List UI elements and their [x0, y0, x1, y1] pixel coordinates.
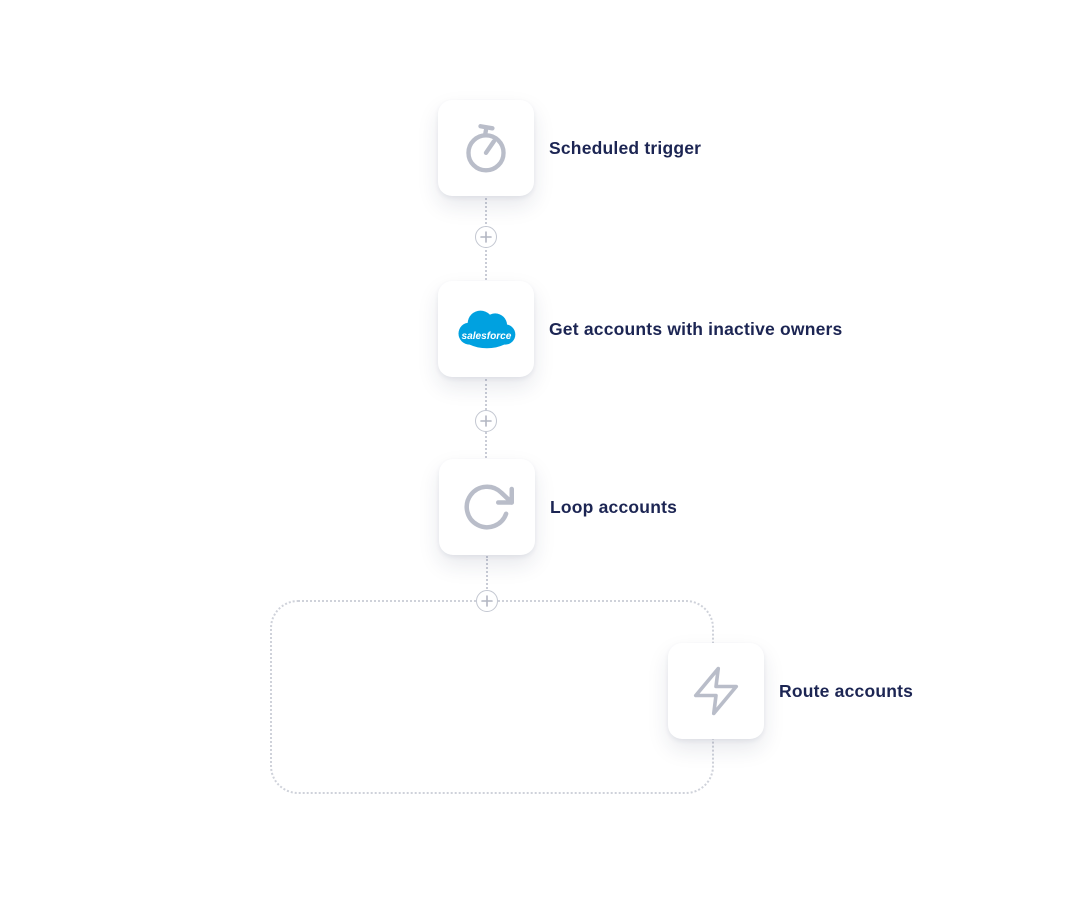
node-loop-accounts: Loop accounts [439, 459, 677, 555]
node-card[interactable]: salesforce [438, 281, 534, 377]
node-route-accounts: Route accounts [668, 643, 913, 739]
loop-branch-container [270, 600, 714, 794]
node-label: Loop accounts [550, 496, 678, 517]
bolt-icon [689, 664, 743, 718]
add-step-button[interactable] [476, 590, 498, 612]
connector-line [486, 556, 488, 600]
salesforce-icon: salesforce [453, 306, 519, 352]
add-step-button[interactable] [475, 226, 497, 248]
node-card[interactable] [668, 643, 764, 739]
node-card[interactable] [438, 100, 534, 196]
add-step-button[interactable] [475, 410, 497, 432]
node-get-accounts: salesforce Get accounts with inactive ow… [438, 281, 842, 377]
loop-icon [460, 480, 514, 534]
stopwatch-icon [457, 119, 515, 177]
node-card[interactable] [439, 459, 535, 555]
plus-icon [475, 410, 497, 432]
plus-icon [475, 226, 497, 248]
node-scheduled-trigger: Scheduled trigger [438, 100, 701, 196]
node-label: Route accounts [779, 680, 914, 701]
salesforce-logo-text: salesforce [462, 331, 512, 342]
node-label: Get accounts with inactive owners [549, 318, 843, 339]
node-label: Scheduled trigger [549, 137, 702, 158]
plus-icon [476, 590, 498, 612]
